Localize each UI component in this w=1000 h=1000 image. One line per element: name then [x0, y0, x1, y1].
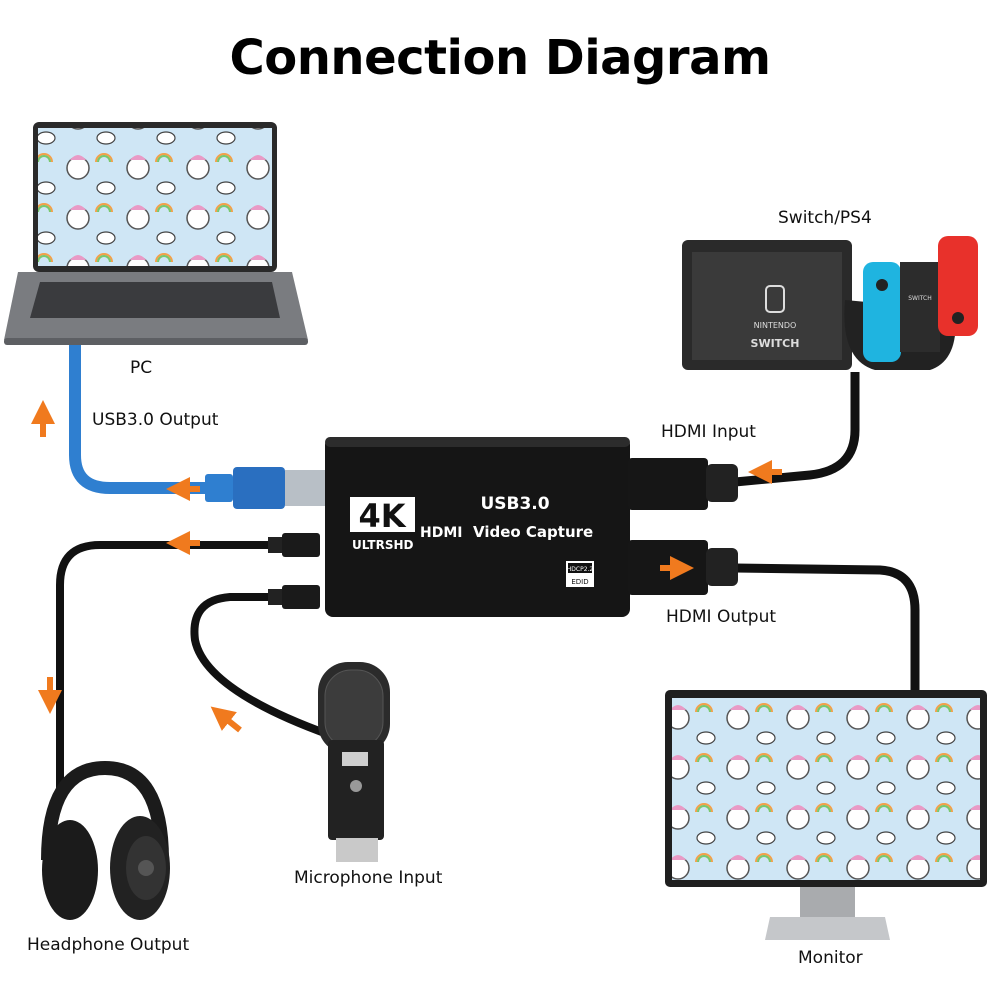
switch-logo-grip: SWITCH: [908, 295, 932, 302]
nintendo-switch: NINTENDO SWITCH SWITCH: [682, 236, 978, 370]
flow-arrows: [31, 400, 782, 733]
device-edid-tag: EDID: [571, 578, 588, 586]
arrow-diagonal-icon: [210, 706, 242, 733]
monitor: [665, 690, 987, 940]
device-4k-badge: 4K: [358, 497, 406, 535]
label-headphone-output: Headphone Output: [27, 935, 190, 955]
headphone-jack: [268, 533, 320, 557]
switch-brand-line2: SWITCH: [751, 337, 800, 350]
switch-brand-line1: NINTENDO: [754, 321, 797, 330]
page-title: Connection Diagram: [229, 30, 771, 86]
laptop-pc: [4, 122, 308, 345]
joycon-right: [938, 236, 978, 336]
device-hdmi-brand: HDMI: [420, 525, 462, 541]
device-usb3: USB3.0: [480, 494, 549, 514]
device-ultrshd: ULTRSHD: [352, 538, 414, 552]
laptop-screen: [38, 128, 272, 266]
headphones: [41, 760, 170, 920]
hdmi-output-cable: [734, 563, 920, 692]
microphone-cable: [190, 593, 332, 739]
label-usb-output: USB3.0 Output: [92, 410, 219, 430]
capture-device: 4K ULTRSHD USB3.0 HDMI Video Capture HDC…: [325, 437, 630, 617]
microphone: [318, 662, 390, 862]
hdmi-input-plug: [628, 458, 738, 510]
label-microphone-input: Microphone Input: [294, 868, 443, 888]
label-pc: PC: [130, 358, 153, 378]
usb-plug: [205, 467, 327, 509]
usb-cable: [69, 345, 215, 494]
microphone-jack: [268, 585, 320, 609]
hdmi-input-cable: [734, 372, 860, 487]
device-hdcp-tag: HDCP2.2: [567, 566, 594, 573]
hdmi-output-plug: [628, 540, 738, 595]
monitor-screen: [672, 698, 980, 880]
device-video-capture: Video Capture: [473, 523, 593, 541]
headphone-cable: [56, 541, 275, 790]
label-switch-ps4: Switch/PS4: [778, 208, 872, 228]
label-monitor: Monitor: [798, 948, 863, 968]
label-hdmi-output: HDMI Output: [666, 607, 777, 627]
label-hdmi-input: HDMI Input: [661, 422, 756, 442]
joycon-left: [863, 262, 901, 362]
